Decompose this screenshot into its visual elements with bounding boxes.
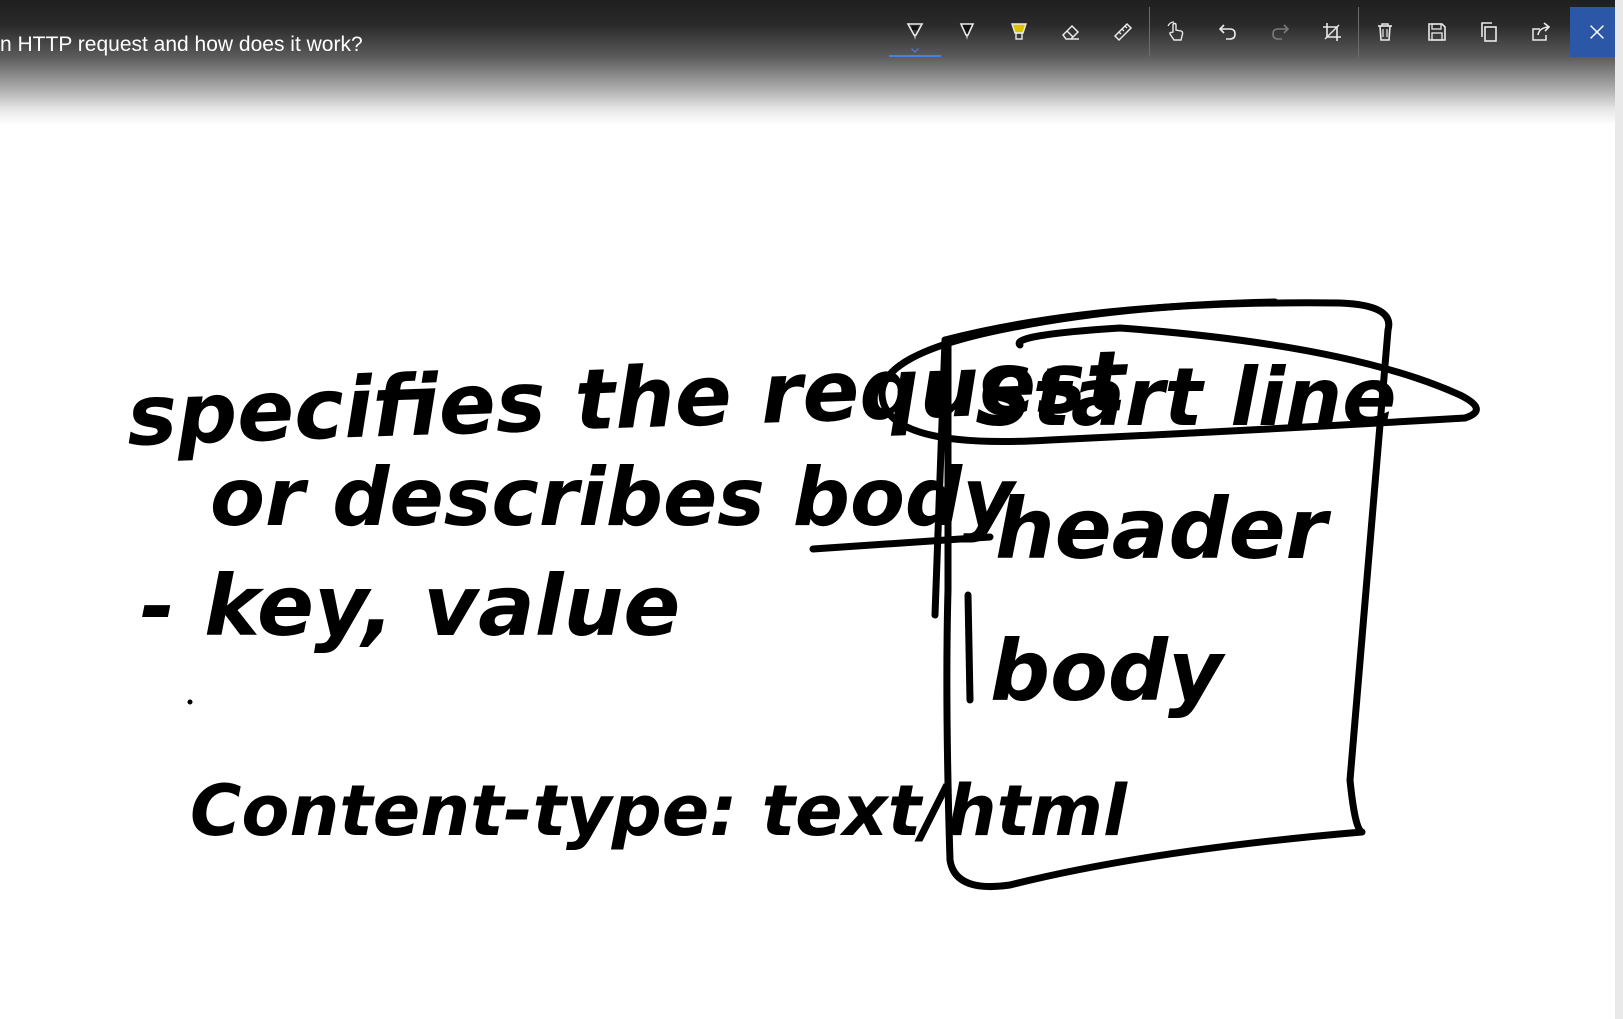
ruler-button[interactable] — [1097, 7, 1149, 57]
pencil-button[interactable] — [941, 7, 993, 57]
highlighter-icon — [1011, 23, 1027, 40]
ballpoint-pen-button[interactable] — [889, 7, 941, 57]
eraser-icon — [1062, 24, 1080, 40]
redo-button[interactable] — [1254, 7, 1306, 57]
header-connector — [809, 533, 994, 553]
title-bar — [0, 0, 1623, 125]
chevron-down-icon[interactable] — [911, 48, 919, 53]
copy-button[interactable] — [1463, 7, 1515, 57]
box-label-body: body — [990, 622, 1226, 720]
undo-button[interactable] — [1202, 7, 1254, 57]
ink-toolbar — [889, 7, 1623, 57]
pencil-icon — [959, 23, 975, 40]
close-button[interactable] — [1570, 7, 1623, 57]
highlighter-button[interactable] — [993, 7, 1045, 57]
box-label-start-line: Start line — [975, 351, 1396, 444]
toolbar-divider — [1149, 7, 1150, 57]
note-line-4: Content-type: text/html — [190, 770, 1128, 852]
share-button[interactable] — [1515, 7, 1567, 57]
scrollbar-track[interactable] — [1615, 0, 1623, 1019]
delete-button[interactable] — [1359, 7, 1411, 57]
toolbar-divider — [1358, 7, 1359, 57]
crop-button[interactable] — [1306, 7, 1358, 57]
copy-icon — [1481, 22, 1497, 42]
box-label-header: header — [995, 480, 1332, 578]
ink-dot — [187, 699, 193, 705]
pen-icon — [906, 23, 924, 40]
note-line-3: - key, value — [140, 557, 680, 655]
touch-icon — [1167, 21, 1184, 41]
crop-icon — [1323, 23, 1341, 41]
start-line-oval — [878, 298, 1480, 446]
save-icon — [1428, 23, 1446, 41]
trash-icon — [1378, 23, 1392, 41]
close-icon — [1589, 25, 1604, 39]
redo-icon — [1272, 24, 1290, 40]
page-title: n HTTP request and how does it work? — [0, 33, 363, 56]
undo-icon — [1218, 24, 1236, 40]
eraser-button[interactable] — [1045, 7, 1097, 57]
box-left-tick — [964, 591, 974, 704]
ruler-icon — [1113, 22, 1133, 42]
box-left-tick — [931, 336, 949, 619]
touch-writing-button[interactable] — [1150, 7, 1202, 57]
save-button[interactable] — [1411, 7, 1463, 57]
share-icon — [1532, 22, 1551, 41]
note-line-2: or describes body — [210, 451, 1017, 544]
